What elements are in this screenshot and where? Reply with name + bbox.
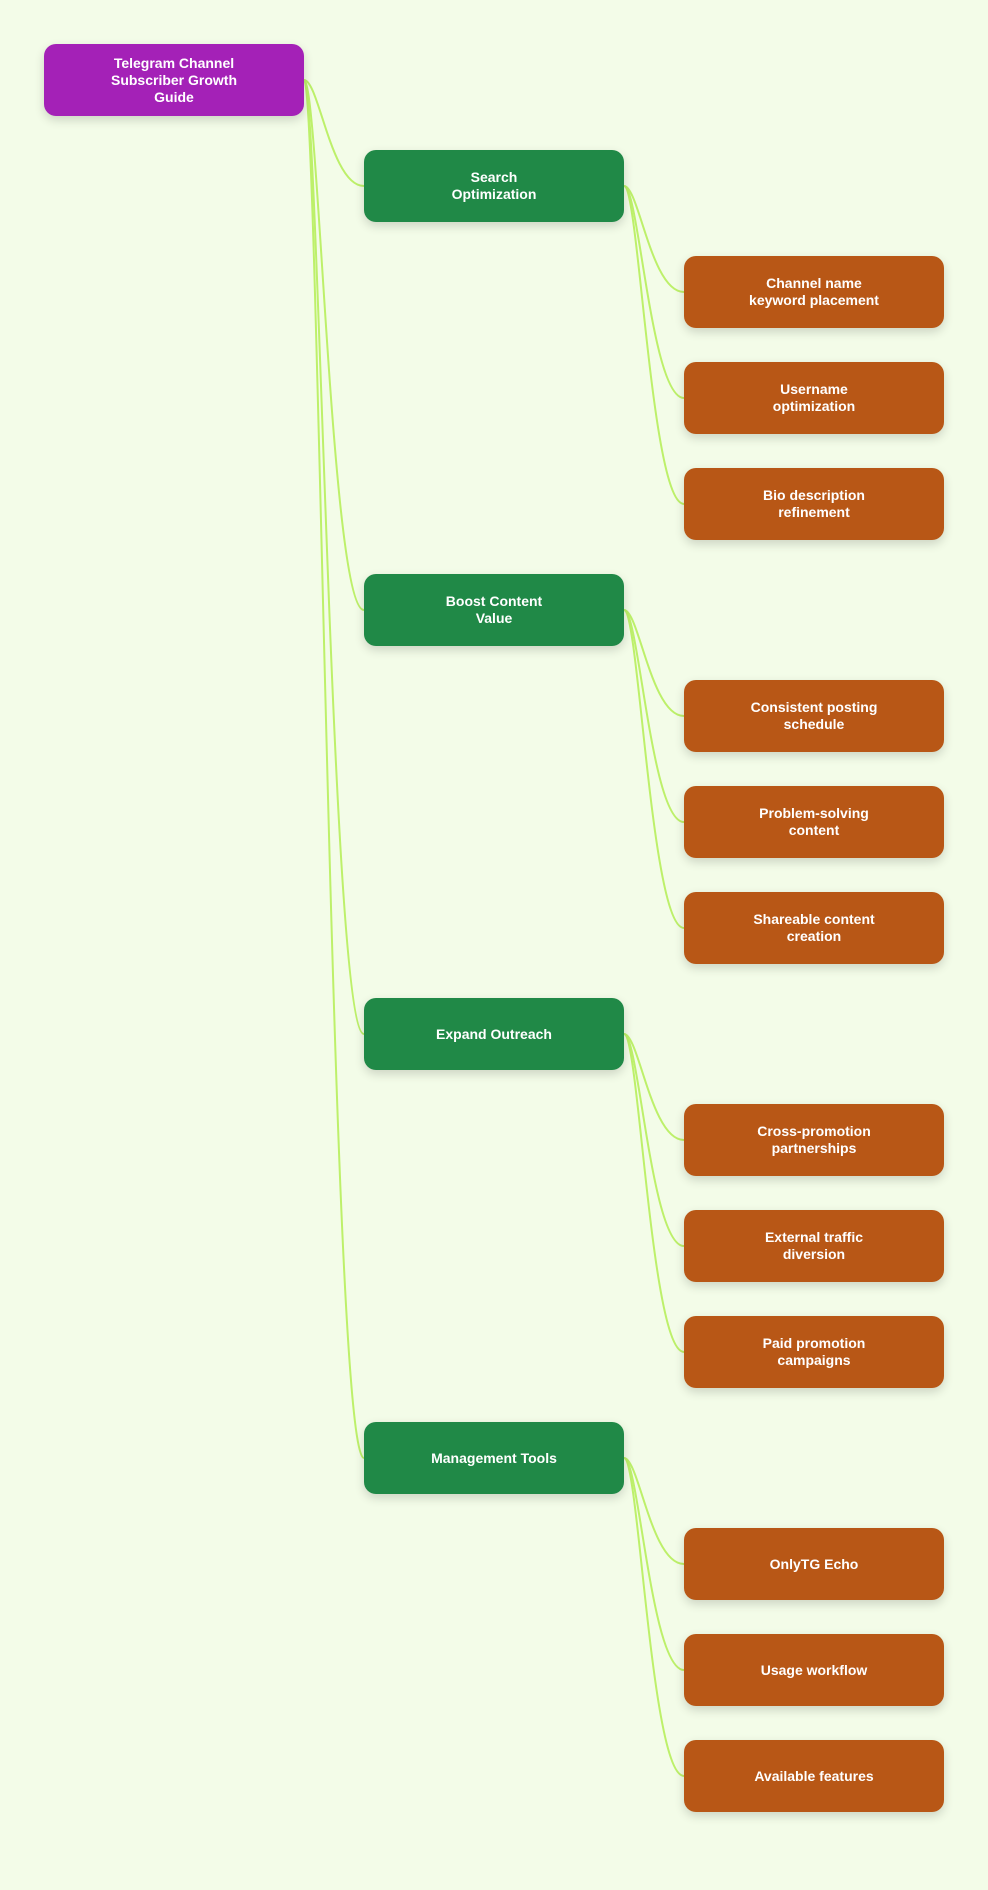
leaf-node-channel-name-keyword-placement[interactable]: Channel name keyword placement [684, 256, 944, 328]
leaf-node-usage-workflow[interactable]: Usage workflow [684, 1634, 944, 1706]
connector-category-to-leaf [623, 1033, 685, 1247]
leaf-node-username-optimization[interactable]: Username optimization [684, 362, 944, 434]
category-node-management-tools[interactable]: Management Tools [364, 1422, 624, 1494]
connector-category-to-leaf [623, 1457, 685, 1671]
category-node-boost-content-value[interactable]: Boost Content Value [364, 574, 624, 646]
leaf-node-paid-promotion-campaigns[interactable]: Paid promotion campaigns [684, 1316, 944, 1388]
leaf-node-consistent-posting-schedule[interactable]: Consistent posting schedule [684, 680, 944, 752]
category-node-search-optimization[interactable]: Search Optimization [364, 150, 624, 222]
connector-category-to-leaf [623, 185, 685, 505]
leaf-node-onlytg-echo[interactable]: OnlyTG Echo [684, 1528, 944, 1600]
connector-category-to-leaf [623, 1457, 685, 1565]
connector-category-to-leaf [623, 1033, 685, 1353]
connector-category-to-leaf [623, 609, 685, 717]
leaf-node-shareable-content-creation[interactable]: Shareable content creation [684, 892, 944, 964]
leaf-node-bio-description-refinement[interactable]: Bio description refinement [684, 468, 944, 540]
connector-root-to-category [303, 79, 365, 187]
connector-category-to-leaf [623, 185, 685, 293]
connector-category-to-leaf [623, 609, 685, 929]
connector-category-to-leaf [623, 185, 685, 399]
leaf-node-available-features[interactable]: Available features [684, 1740, 944, 1812]
connector-category-to-leaf [623, 1457, 685, 1777]
category-node-expand-outreach[interactable]: Expand Outreach [364, 998, 624, 1070]
connector-category-to-leaf [623, 1033, 685, 1141]
leaf-node-problem-solving-content[interactable]: Problem-solving content [684, 786, 944, 858]
leaf-node-cross-promotion-partnerships[interactable]: Cross-promotion partnerships [684, 1104, 944, 1176]
connector-root-to-category [303, 79, 365, 1035]
connector-root-to-category [303, 79, 365, 611]
connector-category-to-leaf [623, 609, 685, 823]
leaf-node-external-traffic-diversion[interactable]: External traffic diversion [684, 1210, 944, 1282]
connector-root-to-category [303, 79, 365, 1459]
root-node[interactable]: Telegram Channel Subscriber Growth Guide [44, 44, 304, 116]
